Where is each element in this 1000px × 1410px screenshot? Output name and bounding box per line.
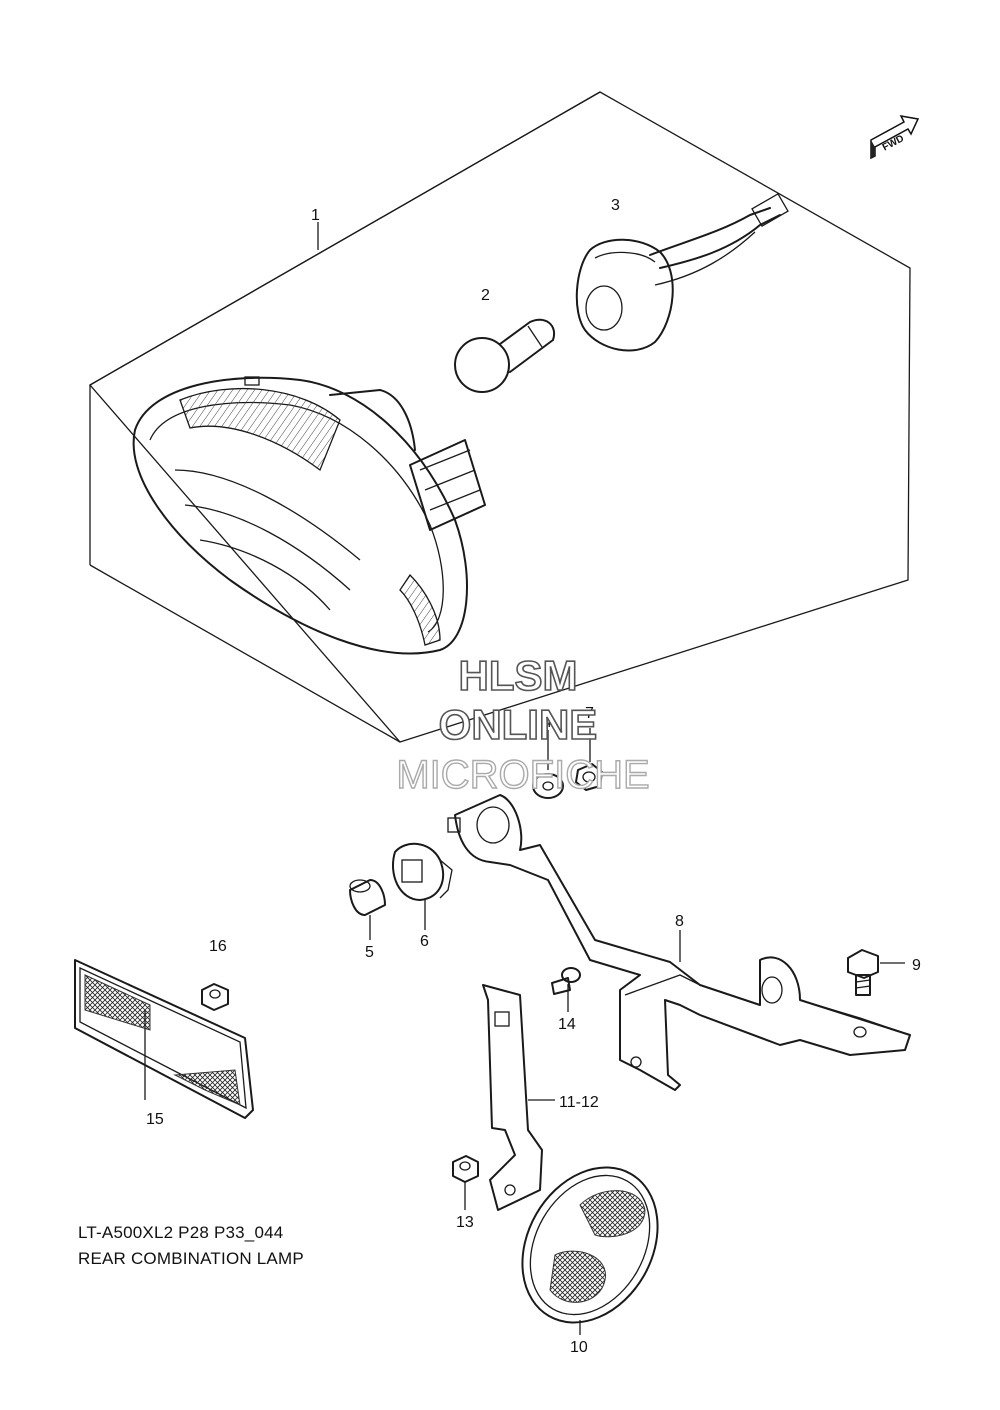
callout-6: 6 [420,933,429,950]
reflector-bracket-part [482,984,555,1211]
callout-4: 4 [543,714,552,731]
callout-15: 15 [146,1111,164,1128]
callout-2: 2 [481,287,490,304]
callout-3: 3 [611,197,620,214]
spacer-grommet-part [392,842,453,930]
callout-14: 14 [558,1016,576,1033]
rect-reflector-part [74,959,254,1119]
callout-11-12: 11-12 [559,1094,599,1111]
fwd-arrow-icon: FWD [870,115,920,160]
watermark-line2: ONLINE [439,701,598,748]
round-reflector-part [521,1166,659,1335]
screw-14-part [551,967,581,1012]
callout-1: 1 [311,207,320,224]
callout-8: 8 [675,913,684,930]
callout-13: 13 [456,1214,474,1231]
washer-part [532,730,564,799]
lamp-bracket-part [447,794,911,1091]
callout-9: 9 [912,957,921,974]
caption-model-code: LT-A500XL2 P28 P33_044 [78,1223,284,1242]
socket-harness-part [575,192,789,352]
bolt-9-part [847,949,905,996]
watermark-line3: MICROFICHE [396,753,649,797]
tail-lamp-housing [132,222,486,655]
callout-16: 16 [209,938,227,955]
caption-title: REAR COMBINATION LAMP [78,1249,304,1268]
grommet-sleeve-part [349,879,386,940]
nut-13-part [452,1155,479,1210]
callout-5: 5 [365,944,374,961]
watermark-line1: HLSM [459,652,578,699]
callout-7: 7 [585,705,594,722]
nut-16-part [201,983,229,1011]
bulb-part [454,318,556,393]
nut-part [575,728,603,791]
callout-10: 10 [570,1339,588,1356]
